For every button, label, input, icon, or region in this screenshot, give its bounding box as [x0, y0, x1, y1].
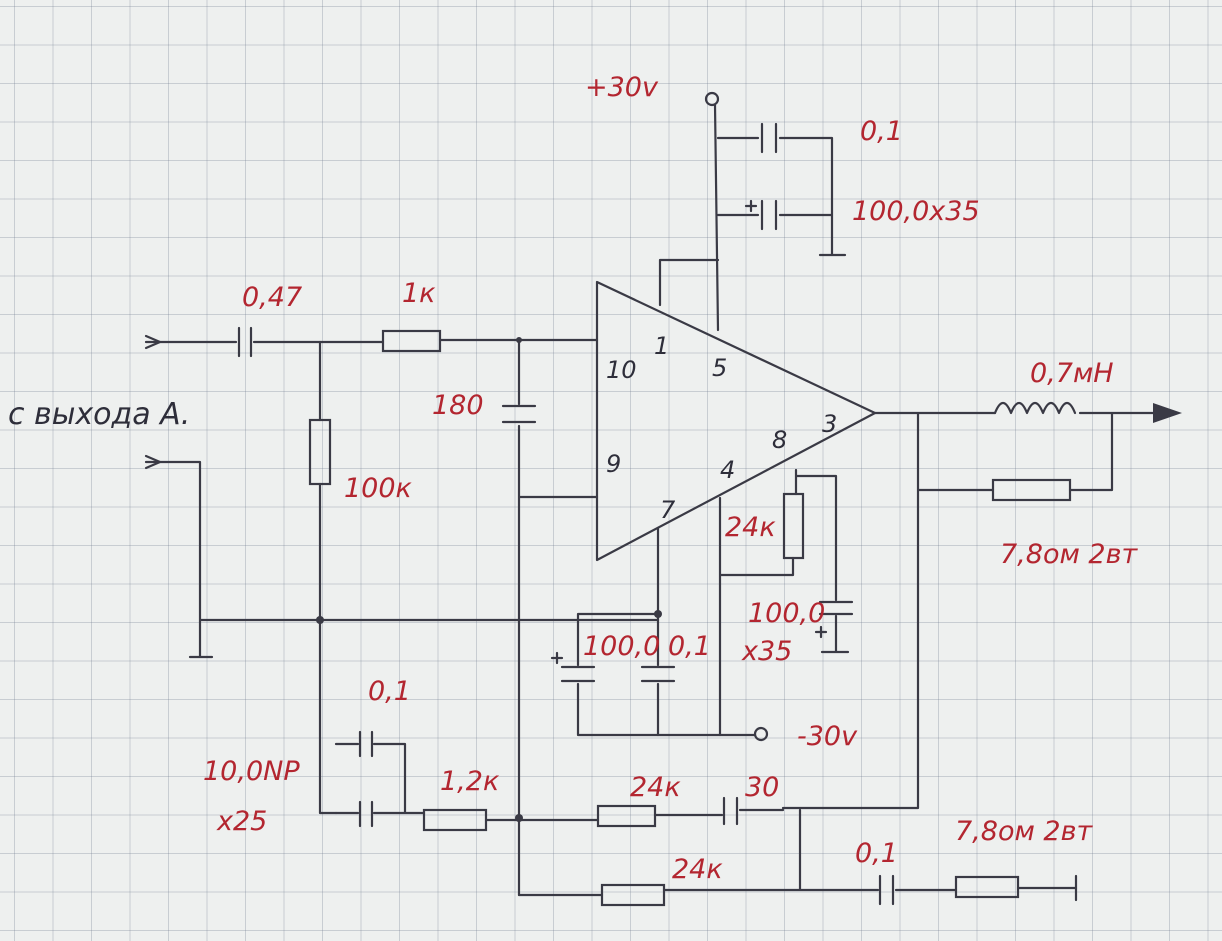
label-fb-res-2: 24к: [630, 772, 681, 803]
label-fb-cap-30: 30: [745, 772, 779, 803]
resistor-7-8ohm-upper: [991, 478, 1072, 502]
capacitor-pin8-100: [814, 600, 854, 639]
pin-label-1: 1: [654, 332, 669, 360]
pin-label-9: 9: [606, 450, 621, 478]
label-dec-cap-top: 0,1: [860, 116, 903, 147]
resistor-24k-fb: [596, 804, 657, 828]
label-elec-cap-top: 100,0x35: [852, 196, 980, 227]
label-cap-pin8-value: 100,0: [748, 598, 825, 629]
label-inductor: 0,7мН: [1030, 358, 1114, 389]
label-gnd-elec-cap: 100,0: [583, 631, 660, 662]
resistor-1-2k: [422, 808, 488, 832]
pin-label-10: 10: [606, 356, 637, 384]
output-wire: [781, 411, 1157, 810]
label-fb-res-3: 24к: [672, 854, 723, 885]
pin4-wire: [718, 496, 795, 737]
resistor-24k-pin8: [782, 492, 805, 560]
capacitor-180: [501, 404, 537, 424]
label-zobel-cap: 0,1: [855, 838, 898, 869]
pin-label-8: 8: [772, 426, 787, 454]
label-input-source: с выхода А.: [8, 397, 190, 432]
label-np-cap-value: 10,0NP: [203, 756, 300, 787]
pin-label-7: 7: [660, 496, 676, 524]
negative-supply-terminal: [753, 726, 769, 742]
pin8-wire: [794, 468, 850, 654]
input-wire-bottom: [144, 460, 660, 659]
junction-dot: [515, 814, 523, 822]
output-arrow: [1153, 403, 1182, 423]
inductor-0-7mh: [993, 401, 1077, 415]
label-positive-supply: +30v: [585, 72, 659, 103]
gnd-cap-wire: [576, 612, 757, 737]
label-negative-supply: -30v: [797, 721, 858, 752]
capacitor-zobel: [878, 874, 895, 906]
label-comp-cap: 180: [432, 390, 484, 421]
capacitor-gnd-0-1: [640, 665, 676, 683]
label-fb-cap-small: 0,1: [368, 676, 411, 707]
resistor-1k: [381, 329, 442, 353]
pin-label-3: 3: [822, 410, 837, 438]
capacitor-top-0-1: [760, 122, 778, 154]
capacitor-np-10: [358, 800, 374, 828]
amplifier-triangle: [595, 280, 877, 562]
label-cap-pin8-rating: x35: [741, 636, 792, 667]
capacitor-fb-0-1: [358, 730, 374, 758]
resistor-24k-bottom: [600, 883, 666, 907]
label-fb-res-1: 1,2к: [440, 766, 500, 797]
label-input-cap: 0,47: [242, 282, 302, 313]
label-np-cap-rating: x25: [216, 806, 267, 837]
label-input-res: 1к: [402, 278, 436, 309]
input-arrow-top: [144, 334, 162, 350]
junction-dot: [316, 616, 324, 624]
label-gnd-cap: 0,1: [668, 631, 711, 662]
label-inductor-res: 7,8ом 2вт: [1000, 539, 1139, 570]
positive-supply-terminal: [704, 91, 720, 107]
label-res-pin8: 24к: [725, 512, 776, 543]
capacitor-top-electrolytic: [744, 199, 778, 231]
capacitor-30: [722, 796, 739, 826]
input-arrow-bottom: [144, 454, 162, 470]
pin-label-4: 4: [720, 456, 735, 484]
resistor-7-8ohm-zobel: [954, 875, 1020, 899]
comp-cap-wire: [517, 338, 599, 897]
resistor-100k: [308, 418, 332, 486]
junction-dot: [516, 337, 522, 343]
bias-wire: [318, 340, 338, 815]
positive-rail-wire: [658, 103, 847, 332]
capacitor-gnd-100: [550, 651, 596, 683]
label-zobel-res: 7,8ом 2вт: [955, 816, 1094, 847]
label-bias-res: 100к: [344, 473, 413, 504]
capacitor-input-0-47: [237, 326, 253, 358]
input-wire-top: [144, 338, 599, 344]
pin-label-5: 5: [712, 354, 727, 382]
feedback-wire: [334, 742, 1078, 897]
